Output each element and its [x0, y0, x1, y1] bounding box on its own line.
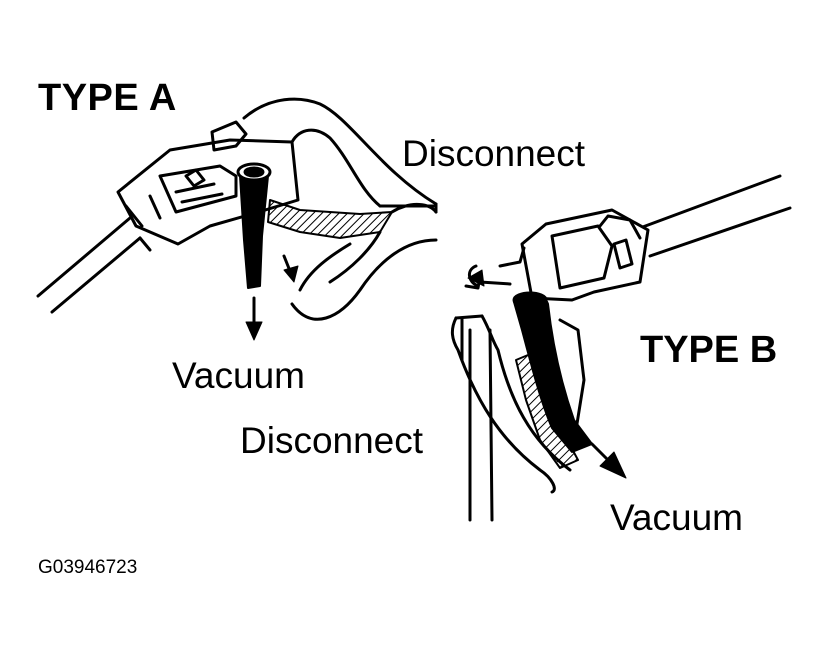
- type-a-disconnect-label: Disconnect: [402, 133, 586, 174]
- type-a-vacuum-label: Vacuum: [172, 355, 305, 396]
- type-b-title: TYPE B: [640, 329, 777, 371]
- type-a-title: TYPE A: [38, 77, 177, 119]
- type-b-vacuum-label: Vacuum: [610, 497, 743, 538]
- figure-code: G03946723: [38, 557, 137, 578]
- type-a-illustration: [36, 97, 438, 341]
- type-b-disconnect-label: Disconnect: [240, 420, 424, 461]
- type-b-illustration: [450, 174, 792, 522]
